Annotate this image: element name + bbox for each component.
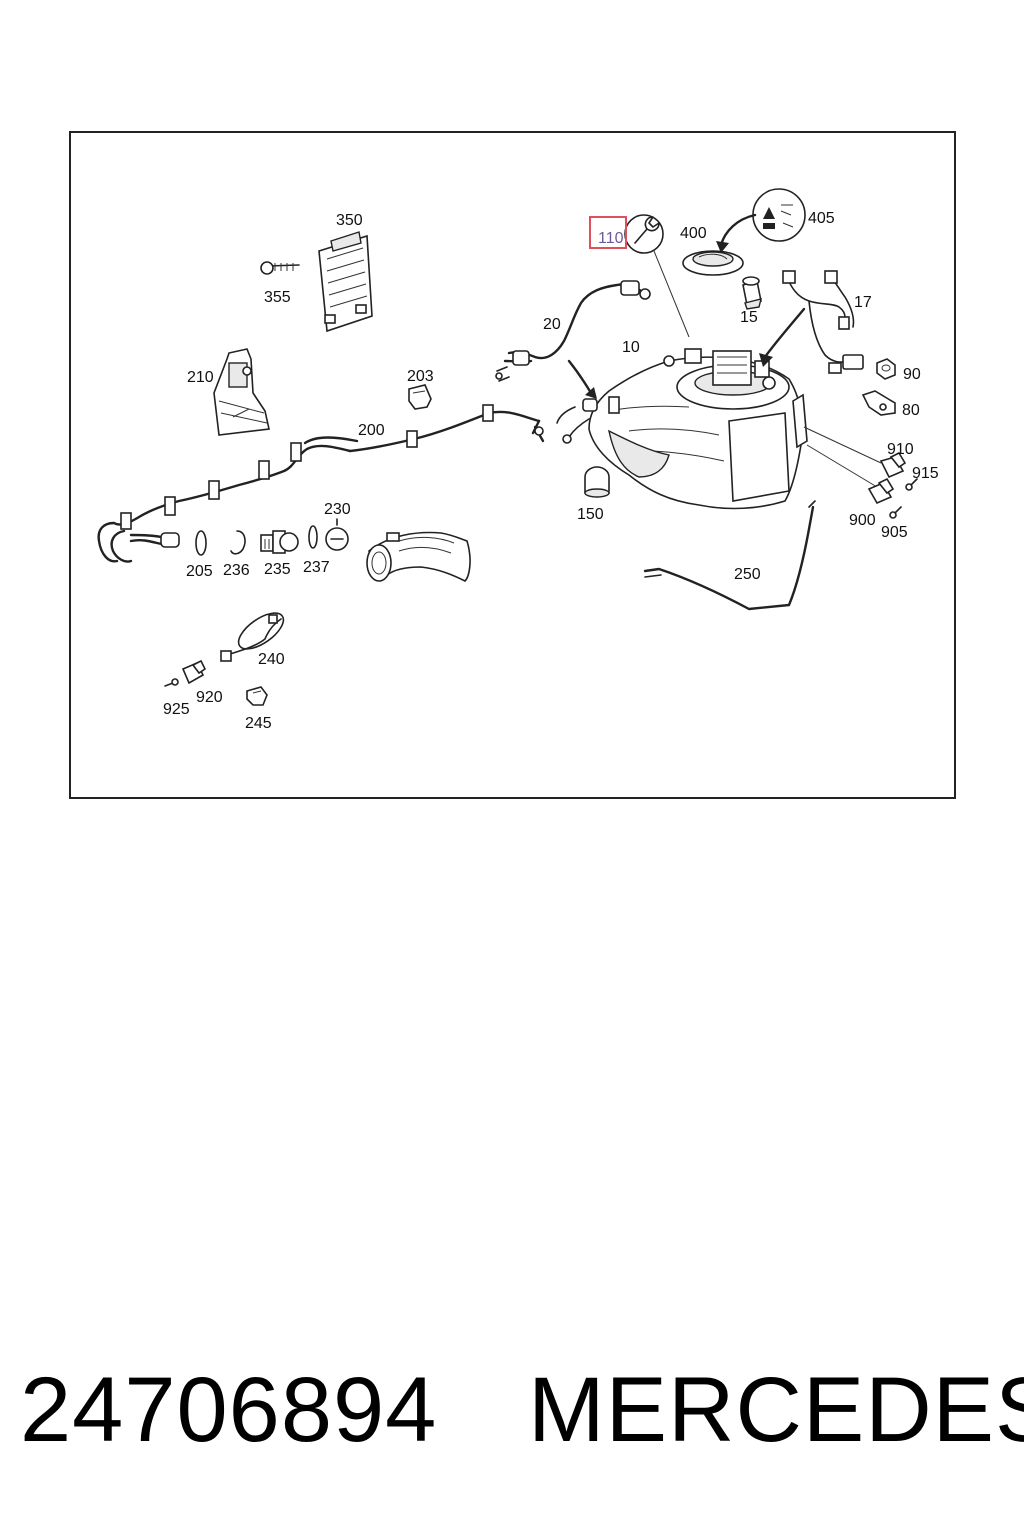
bracket-80[interactable] (861, 390, 896, 416)
filler-hose[interactable] (366, 531, 471, 582)
callout-203[interactable]: 203 (407, 368, 434, 385)
o-ring-237[interactable] (308, 525, 318, 549)
o-ring-205[interactable] (195, 530, 207, 556)
fuel-line-assembly[interactable] (97, 436, 359, 563)
callout-205[interactable]: 205 (186, 563, 213, 580)
callout-235[interactable]: 235 (264, 561, 291, 578)
arrow-indicator (567, 359, 597, 399)
brand-name: MERCEDES (528, 1359, 1024, 1461)
callout-110-highlight[interactable] (589, 216, 627, 249)
cap-15[interactable] (742, 276, 762, 310)
strap-250[interactable] (643, 500, 816, 611)
callout-230[interactable]: 230 (324, 501, 351, 518)
bracket-210[interactable] (213, 348, 270, 436)
seal-ring-400[interactable] (682, 250, 744, 276)
line-20[interactable] (495, 280, 651, 382)
callout-210[interactable]: 210 (187, 369, 214, 386)
callout-110[interactable]: 110 (598, 230, 624, 247)
nut-90[interactable] (876, 358, 896, 380)
callout-910[interactable]: 910 (887, 441, 914, 458)
callout-250[interactable]: 250 (734, 566, 761, 583)
callout-240[interactable]: 240 (258, 651, 285, 668)
callout-405[interactable]: 405 (808, 210, 835, 227)
callout-355[interactable]: 355 (264, 289, 291, 306)
buffer-150[interactable] (584, 466, 610, 498)
leader-lines (803, 426, 882, 488)
callout-90[interactable]: 90 (903, 366, 921, 383)
fitting-235[interactable] (260, 530, 299, 554)
callout-15[interactable]: 15 (740, 309, 758, 326)
footer: 24706894 MERCEDES (0, 1358, 1024, 1468)
parts-diagram: 350 355 210 203 200 20 10 110 400 405 15… (97, 188, 939, 732)
callout-237[interactable]: 237 (303, 559, 330, 576)
clip-236[interactable] (230, 530, 246, 555)
pin-905[interactable] (889, 506, 902, 519)
pin-925[interactable] (164, 678, 179, 687)
callout-915[interactable]: 915 (912, 465, 939, 482)
clip-245[interactable] (246, 686, 268, 706)
harness-17[interactable] (782, 270, 864, 374)
callout-80[interactable]: 80 (902, 402, 920, 419)
fuel-tank-10[interactable] (556, 348, 808, 510)
part-number: 24706894 (20, 1359, 438, 1461)
callout-925[interactable]: 925 (163, 701, 190, 718)
connector-910[interactable] (879, 451, 907, 479)
control-unit-350[interactable] (318, 231, 373, 333)
callout-350[interactable]: 350 (336, 212, 363, 229)
callout-10[interactable]: 10 (622, 339, 640, 356)
line-200[interactable] (348, 404, 545, 453)
callout-900[interactable]: 900 (849, 512, 876, 529)
connector-900[interactable] (867, 477, 895, 505)
callout-400[interactable]: 400 (680, 225, 707, 242)
callout-905[interactable]: 905 (881, 524, 908, 541)
connector-920[interactable] (181, 659, 207, 685)
pin-915[interactable] (905, 478, 918, 491)
warning-label-icon (716, 188, 806, 253)
clamp-230[interactable] (325, 518, 349, 551)
callout-150[interactable]: 150 (577, 506, 604, 523)
sensor-wire-240[interactable] (220, 606, 289, 662)
clip-203[interactable] (408, 384, 432, 410)
callout-920[interactable]: 920 (196, 689, 223, 706)
callout-245[interactable]: 245 (245, 715, 272, 732)
arrow-indicator-2 (759, 307, 806, 367)
diagram-frame (69, 131, 956, 799)
callout-17[interactable]: 17 (854, 294, 872, 311)
callout-20[interactable]: 20 (543, 316, 561, 333)
bolt-355[interactable] (260, 261, 300, 275)
callout-236[interactable]: 236 (223, 562, 250, 579)
callout-200[interactable]: 200 (358, 422, 385, 439)
